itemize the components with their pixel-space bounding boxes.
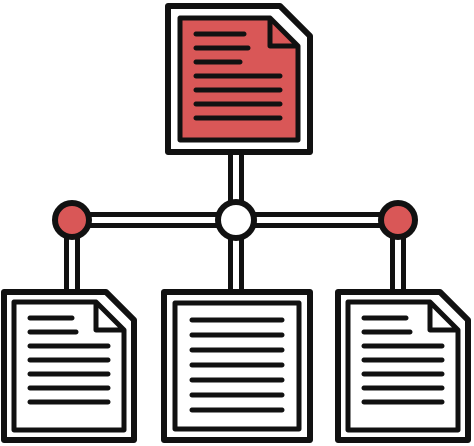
center-joint: [215, 199, 257, 241]
center-document: [161, 289, 313, 443]
right-document: [335, 289, 471, 443]
right-joint: [378, 200, 418, 240]
left-document: [1, 289, 137, 443]
left-joint: [52, 200, 92, 240]
root-document: [165, 3, 313, 155]
